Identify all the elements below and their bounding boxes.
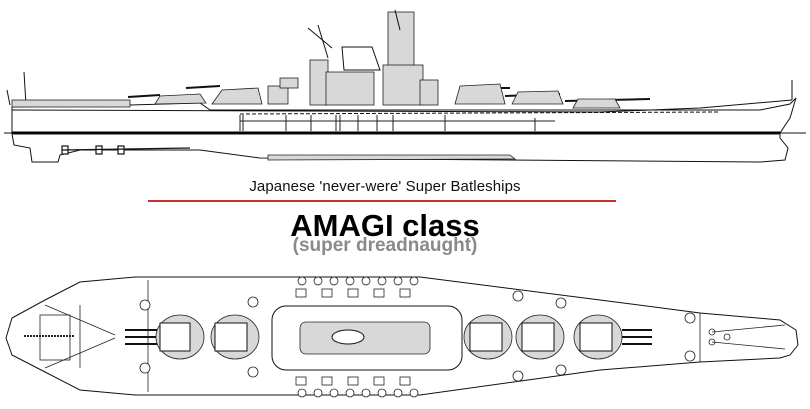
drawing-subtitle: Japanese 'never-were' Super Batleships [249, 178, 521, 195]
ship-side-profile [4, 9, 806, 163]
aft-turret-4 [185, 85, 263, 105]
fwd-turret-1 [454, 83, 510, 105]
hull-lower [11, 133, 789, 163]
superstructure-plan [271, 305, 463, 371]
shafts-rudders [61, 145, 191, 155]
aft-turret-4-plan [125, 314, 205, 360]
fwd-turret-3 [564, 98, 651, 109]
aft-deckhouse [11, 99, 131, 108]
aft-crane [6, 89, 11, 106]
fwd-turret-3-plan [573, 314, 652, 360]
superstructure [267, 9, 439, 106]
bow-fittings [699, 313, 786, 362]
belt-panels [239, 115, 555, 131]
aft-turret-3-plan [210, 314, 260, 360]
fwd-turret-2-plan [515, 314, 565, 360]
fwd-turret-1-plan [463, 314, 513, 360]
ship-class-type: (super dreadnaught) [292, 235, 478, 256]
secondary-guns [139, 276, 696, 398]
deck-line [11, 99, 793, 113]
ship-top-plan [5, 276, 799, 398]
stern-flagstaff [23, 71, 27, 106]
ship-class-title: AMAGI class [290, 208, 480, 243]
fwd-turret-2 [504, 90, 564, 105]
stern-structure [24, 280, 149, 392]
bilge-keel [267, 154, 517, 161]
deck-dashed-line [239, 111, 721, 115]
accent-rule [148, 200, 616, 202]
aft-turret-3 [127, 93, 207, 105]
